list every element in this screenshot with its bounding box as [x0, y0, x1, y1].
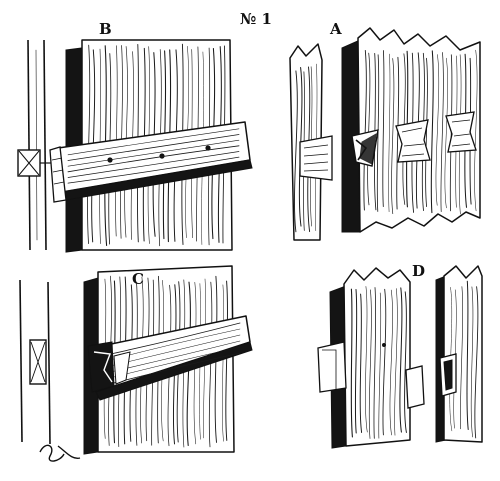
- figure-c: [19, 265, 253, 462]
- figure-d: [317, 265, 483, 449]
- grain-line: [425, 57, 428, 208]
- figure-b: [17, 39, 253, 253]
- grain-line: [435, 54, 440, 206]
- batten-grain-b: [67, 128, 240, 184]
- plank-grain-d: [350, 286, 407, 439]
- grain-line: [444, 57, 448, 209]
- grain-line: [67, 139, 240, 167]
- grain-line: [354, 289, 358, 434]
- grain-line: [222, 284, 224, 442]
- grain-line: [382, 50, 385, 208]
- grain-line: [430, 50, 434, 214]
- grain-line: [373, 287, 377, 439]
- grain-line: [363, 49, 367, 211]
- grain-line: [67, 151, 240, 178]
- grain-line: [399, 287, 403, 433]
- grain-line: [105, 322, 241, 356]
- grain-line: [474, 49, 478, 212]
- grain-line: [378, 292, 382, 439]
- grain-line: [474, 286, 479, 439]
- grain-line: [365, 286, 368, 433]
- grain-line: [208, 281, 213, 448]
- grain-line: [67, 128, 240, 156]
- signature-mark: [39, 444, 81, 462]
- grain-line: [67, 156, 240, 184]
- plank-grain-d-right: [449, 280, 479, 439]
- grain-line: [367, 52, 371, 206]
- grain-line: [440, 52, 444, 212]
- figure-b-label: B: [99, 20, 112, 38]
- figure-number-label: № 1: [240, 10, 272, 28]
- figure-a: [289, 27, 481, 241]
- figure-a-label: A: [329, 20, 342, 38]
- grain-line: [388, 53, 391, 213]
- grain-line: [67, 134, 240, 161]
- grain-line: [470, 286, 474, 438]
- grain-line: [404, 291, 407, 433]
- grain-line: [394, 288, 398, 436]
- figure-d-label: D: [412, 262, 425, 280]
- figure-c-label: C: [132, 270, 144, 288]
- grain-line: [350, 288, 353, 438]
- grain-line: [382, 288, 387, 436]
- grain-line: [359, 293, 363, 433]
- grain-line: [466, 280, 469, 430]
- grain-line: [225, 280, 228, 441]
- grain-line: [389, 289, 393, 436]
- grain-line: [391, 58, 395, 215]
- grain-line: [67, 145, 240, 173]
- grain-line: [368, 289, 372, 439]
- grain-line: [294, 70, 298, 233]
- grain-line: [460, 286, 463, 430]
